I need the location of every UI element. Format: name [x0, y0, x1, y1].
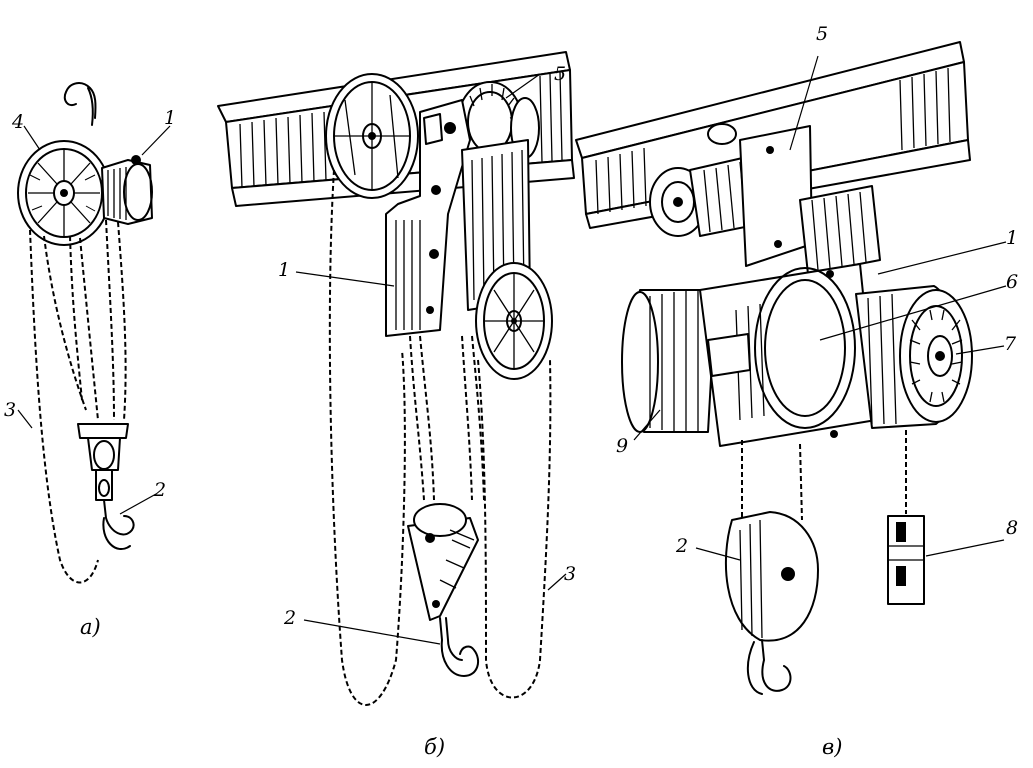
panel-c-label-1: 1 — [1006, 227, 1018, 249]
panel-c-label-6: 6 — [1006, 271, 1018, 293]
panel-b-label-5: 5 — [554, 63, 566, 85]
panel-b-label-1: 1 — [278, 259, 290, 281]
panel-a-chain-block: 4 1 3 2 а) — [4, 82, 176, 639]
panel-a-hand-wheel — [17, 140, 111, 246]
panel-b-caption: б) — [424, 735, 445, 759]
panel-b-drive-wheel — [325, 73, 419, 199]
panel-a-label-2: 2 — [153, 479, 166, 501]
panel-c-label-7: 7 — [1004, 333, 1017, 355]
panel-a-gear-housing — [101, 155, 153, 225]
panel-a-label-3: 3 — [4, 399, 16, 421]
panel-a-chains — [29, 219, 127, 584]
panel-a-caption: а) — [80, 615, 101, 639]
panel-b-load-hook — [439, 617, 480, 677]
panel-a-label-1: 1 — [164, 107, 176, 129]
panel-a-top-hook — [63, 82, 97, 119]
panel-c-electric-hoist: 5 1 6 7 9 2 8 в) — [575, 23, 1018, 759]
panel-c-reducer — [799, 185, 881, 275]
panel-a-lower-block — [77, 423, 135, 550]
panel-c-label-9: 9 — [616, 435, 628, 457]
panel-c-drum — [621, 289, 717, 433]
panel-c-motor — [855, 285, 973, 429]
panel-b-trolley-hoist: 5 1 2 3 б) — [217, 51, 576, 759]
panel-b-hand-wheel — [475, 262, 553, 380]
panel-c-rope-block — [724, 440, 819, 695]
panel-a-load-hook — [103, 499, 135, 536]
panel-b-label-2: 2 — [283, 607, 296, 629]
panel-c-load-hook — [761, 639, 792, 692]
panel-c-caption: в) — [822, 735, 842, 759]
panel-c-label-2: 2 — [675, 535, 688, 557]
panel-b-chains — [328, 169, 552, 706]
panel-b-side-plate — [385, 99, 471, 337]
panel-c-center-body — [699, 263, 877, 447]
panel-c-pendant — [887, 430, 925, 605]
panel-b-label-3: 3 — [564, 563, 576, 585]
panel-b-load-block — [407, 503, 480, 677]
panel-c-label-8: 8 — [1006, 517, 1018, 539]
panel-c-label-5: 5 — [816, 23, 828, 45]
panel-a-label-4: 4 — [11, 111, 24, 133]
